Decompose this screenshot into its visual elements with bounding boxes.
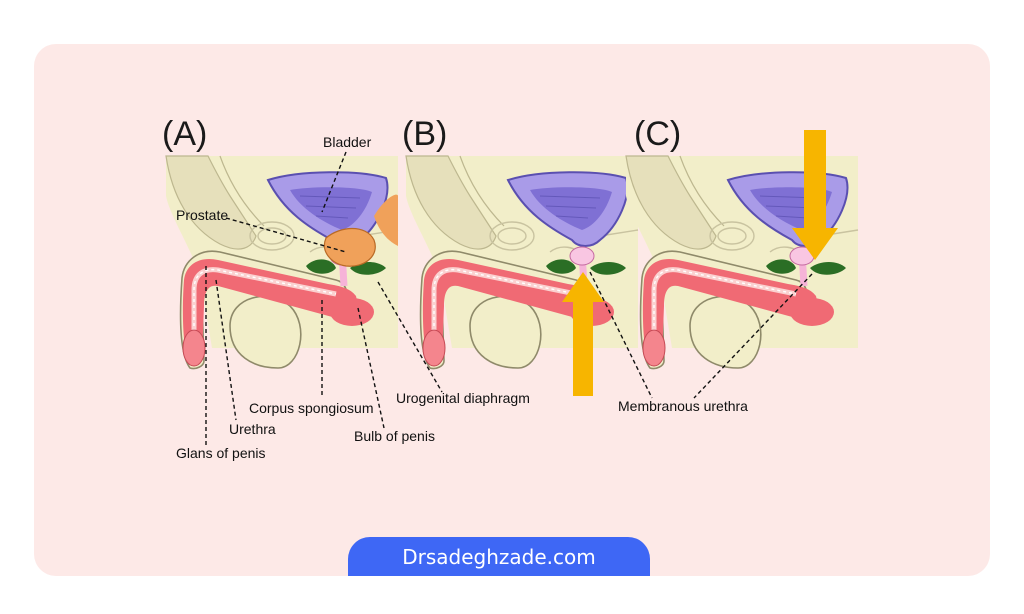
leader-lines [205,151,813,445]
panel-a-art [166,156,398,369]
label-membranous-urethra: Membranous urethra [618,398,748,414]
panel-b-art [406,156,638,369]
panel-label-a: (A) [162,115,208,153]
panel-label-b: (B) [402,115,448,153]
upward-arrow-icon [562,272,604,396]
label-glans-of-penis: Glans of penis [176,445,266,461]
label-urogenital-diaphragm: Urogenital diaphragm [396,390,530,406]
label-urethra: Urethra [229,421,276,437]
site-badge[interactable]: Drsadeghzade.com [348,537,650,576]
downward-arrow-icon [792,130,838,260]
label-prostate: Prostate [176,207,229,223]
label-bulb-of-penis: Bulb of penis [354,428,435,444]
label-corpus-spongiosum: Corpus spongiosum [249,400,374,416]
panel-label-c: (C) [634,115,682,153]
site-name: Drsadeghzade.com [402,544,596,569]
label-bladder: Bladder [323,134,372,150]
